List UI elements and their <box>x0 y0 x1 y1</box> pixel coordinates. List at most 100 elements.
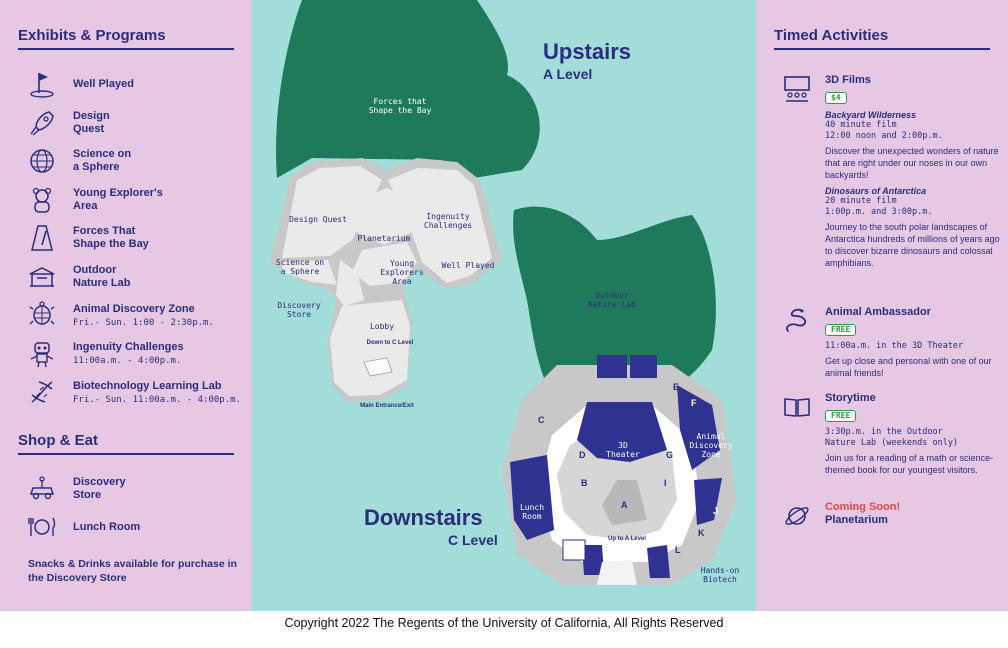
film-1-length: 40 minute film <box>825 120 897 130</box>
timed-activities-panel <box>756 0 1008 611</box>
room-l: L <box>675 545 681 555</box>
planet-icon <box>782 501 812 531</box>
pavilion-icon <box>26 261 58 293</box>
map-up-to-label: Up to A Level <box>608 536 646 542</box>
map-theater-label: 3D Theater <box>606 441 640 459</box>
exhibit-label: Biotechnology Learning Lab <box>73 379 222 392</box>
exhibit-label: Design Quest <box>73 109 110 135</box>
exhibit-item: Ingenuity Challenges 11:00a.m. - 4:00p.m. <box>26 338 246 370</box>
room-k: K <box>698 528 705 538</box>
storytime-time: 3:30p.m. in the Outdoor Nature Lab (week… <box>825 427 959 448</box>
map-design-label: Design Quest <box>289 215 347 224</box>
metronome-icon <box>26 222 58 254</box>
map-drawing <box>270 0 737 585</box>
map-well-label: Well Played <box>441 261 495 270</box>
storytime-name: Storytime <box>825 392 876 404</box>
copyright: Copyright 2022 The Regents of the Univer… <box>284 616 724 630</box>
exhibits-title: Exhibits & Programs <box>18 27 166 44</box>
map-lunch-label: Lunch Room <box>519 503 545 521</box>
toy-car-icon <box>26 473 58 505</box>
shop-item: Discovery Store <box>26 473 246 505</box>
exhibit-label: Forces That Shape the Bay <box>73 225 149 250</box>
downstairs-title: Downstairs <box>364 505 483 530</box>
map-area: Upstairs A Level Downstairs C Level Forc… <box>252 0 756 611</box>
exhibit-item: Young Explorer's Area <box>26 184 246 216</box>
exhibit-label: Animal Discovery Zone <box>73 302 195 315</box>
room-i: I <box>664 478 667 488</box>
map-store-label: Discovery Store <box>277 301 321 319</box>
room-e: E <box>673 382 680 392</box>
rocket-icon <box>26 107 58 139</box>
ambassador-free-badge: FREE <box>825 324 857 336</box>
map-biotech-label: Hands-on Biotech <box>700 566 740 584</box>
planetarium-coming-soon: Coming Soon! <box>825 501 901 513</box>
film-2-desc: Journey to the south polar landscapes of… <box>825 222 1000 268</box>
open-book-icon <box>782 392 812 422</box>
map-lobby-label: Lobby <box>369 322 395 331</box>
exhibit-item: Forces That Shape the Bay <box>26 222 246 254</box>
film-1-desc: Discover the unexpected wonders of natur… <box>825 146 999 180</box>
film-1-title: Backyard Wilderness <box>825 110 916 120</box>
map-animal-label: Animal Discovery Zone <box>689 432 733 459</box>
upstairs-title: Upstairs <box>543 39 632 64</box>
film-1-times: 12:00 noon and 2:00p.m. <box>825 131 943 141</box>
exhibit-label: Science on a Sphere <box>73 148 132 173</box>
storytime-free-badge: FREE <box>825 410 857 422</box>
dna-icon <box>26 376 58 408</box>
exhibit-item: Science on a Sphere <box>26 145 246 177</box>
upstairs-level: A Level <box>543 66 593 82</box>
exhibit-hours: Fri.- Sun. 11:00a.m. - 4:00p.m. <box>73 394 241 405</box>
exhibit-label: Young Explorer's Area <box>73 186 163 212</box>
map-outdoor-label: Outdoor Nature Lab <box>587 291 637 309</box>
map-forces-label: Forces that Shape the Bay <box>368 97 432 115</box>
timed-title: Timed Activities <box>774 27 889 44</box>
storytime-desc: Join us for a reading of a math or scien… <box>825 453 994 475</box>
exhibit-hours: 11:00a.m. - 4:00p.m. <box>73 356 182 366</box>
exhibit-item: Design Quest <box>26 107 246 139</box>
ambassador-time: 11:00a.m. in the 3D Theater <box>825 341 964 351</box>
film-2-times: 1:00p.m. and 3:00p.m. <box>825 207 933 217</box>
planetarium-name: Planetarium <box>825 514 888 526</box>
downstairs-level: C Level <box>448 532 498 548</box>
golf-flag-icon <box>26 68 58 100</box>
teddy-bear-icon <box>26 184 58 216</box>
exhibit-label: Ingenuity Challenges <box>73 341 184 353</box>
robot-icon <box>26 338 58 370</box>
exhibit-label: Outdoor Nature Lab <box>73 263 131 289</box>
turtle-icon <box>26 299 58 331</box>
films-price-badge: $4 <box>825 92 847 104</box>
room-b: B <box>581 478 588 488</box>
exhibit-item: Outdoor Nature Lab <box>26 261 246 293</box>
room-g: G <box>666 450 674 460</box>
ambassador-desc: Get up close and personal with one of ou… <box>825 356 992 378</box>
globe-sphere-icon <box>26 145 58 177</box>
shop-label: Lunch Room <box>73 520 141 533</box>
timed-rule <box>774 48 990 50</box>
exhibits-rule <box>18 48 234 50</box>
room-c: C <box>538 415 545 425</box>
film-2-title: Dinosaurs of Antarctica <box>825 186 927 196</box>
map-ingenuity-label: Ingenuity Challenges <box>423 212 473 230</box>
room-j: J <box>713 506 719 516</box>
snacks-note: Snacks & Drinks available for purchase i… <box>28 558 237 584</box>
shop-title: Shop & Eat <box>18 432 99 449</box>
shop-rule <box>18 453 234 455</box>
films-name: 3D Films <box>825 74 871 86</box>
map-young-label: Young Explorers Area <box>380 259 424 286</box>
map-entrance-label: Main Entrance/Exit <box>360 403 414 409</box>
room-a: A <box>621 500 628 510</box>
film-2-length: 20 minute film <box>825 196 897 206</box>
map-down-to-label: Down to C Level <box>366 340 414 346</box>
exhibit-item: Well Played <box>26 68 246 100</box>
room-d: D <box>579 450 586 460</box>
snake-icon <box>782 306 812 336</box>
film-screen-icon <box>782 74 812 104</box>
shop-label: Discovery Store <box>73 476 126 501</box>
exhibit-label: Well Played <box>73 77 134 90</box>
room-f: F <box>691 398 697 408</box>
plate-fork-knife-icon <box>26 511 58 543</box>
exhibit-hours: Fri.- Sun. 1:00 - 2:30p.m. <box>73 317 214 328</box>
shop-item: Lunch Room <box>26 511 246 543</box>
